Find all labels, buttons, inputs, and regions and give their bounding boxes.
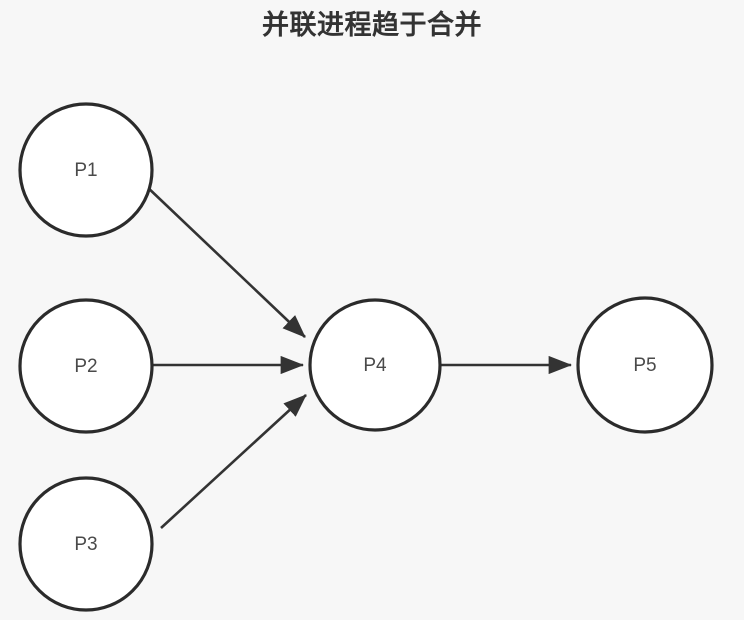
node-p3-circle[interactable]	[18, 476, 154, 612]
node-p3[interactable]: P3	[18, 476, 154, 612]
node-p1-circle[interactable]	[18, 102, 154, 238]
page-title: 并联进程趋于合并	[262, 10, 482, 40]
node-p5[interactable]: P5	[576, 296, 714, 434]
node-p5-circle[interactable]	[576, 296, 714, 434]
node-p4[interactable]: P4	[308, 298, 442, 432]
node-p2-label: P2	[74, 356, 97, 377]
node-p4-circle[interactable]	[308, 298, 442, 432]
node-p2[interactable]: P2	[18, 298, 154, 434]
node-p5-label: P5	[633, 355, 656, 376]
node-p3-label: P3	[74, 534, 97, 555]
edge-group	[143, 183, 573, 529]
node-p4-label: P4	[363, 355, 387, 376]
edge-p3-to-p4	[160, 394, 307, 529]
node-p1[interactable]: P1	[18, 102, 154, 238]
edge-p1-to-p4	[143, 183, 306, 338]
node-p1-label: P1	[74, 160, 97, 181]
node-p2-circle[interactable]	[18, 298, 154, 434]
